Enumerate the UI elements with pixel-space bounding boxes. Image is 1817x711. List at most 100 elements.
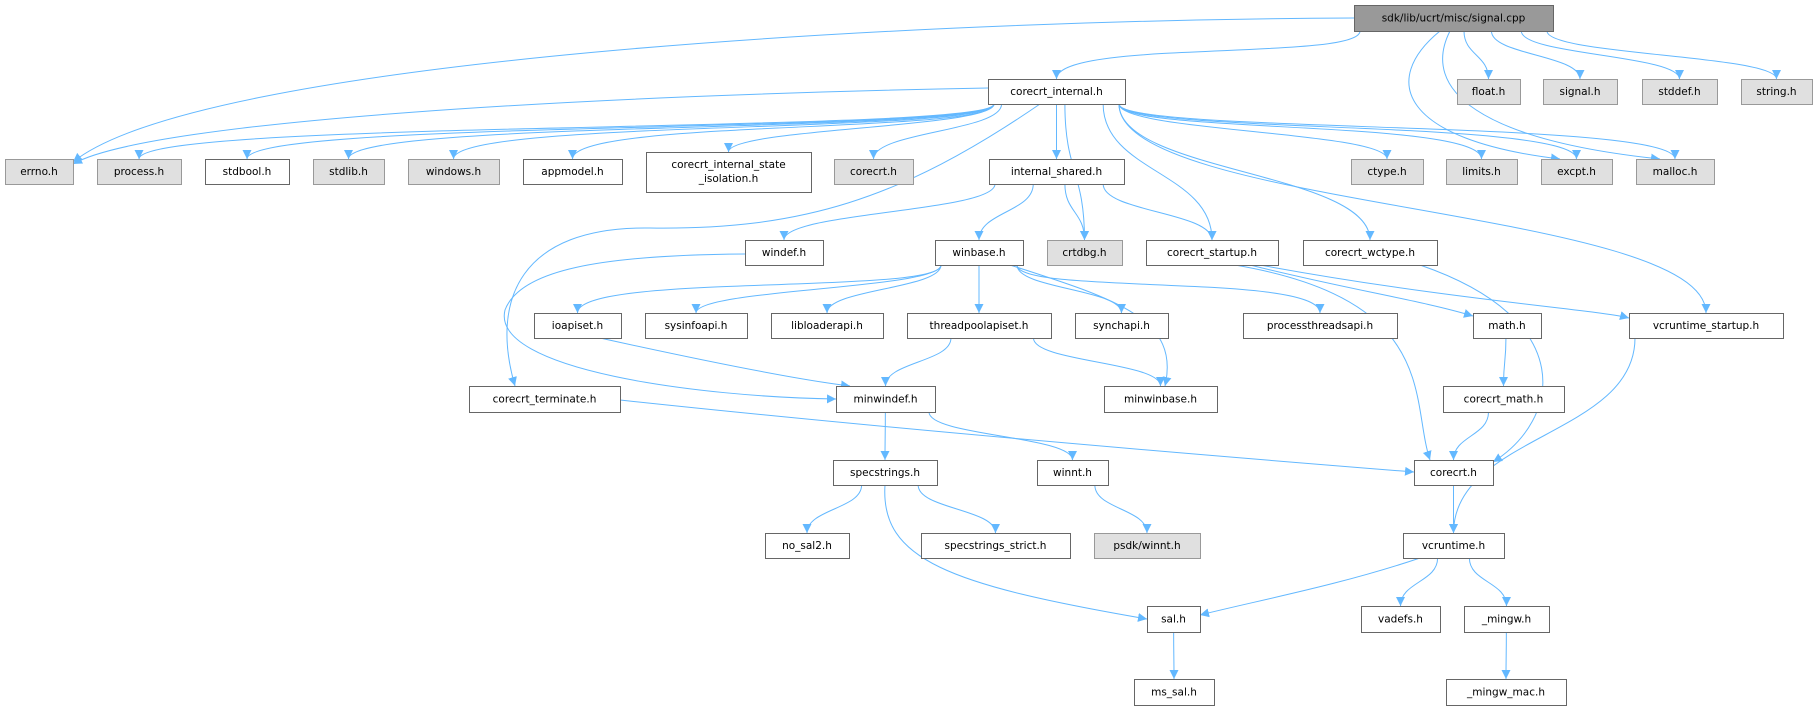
edge-corecrt_internal-to-stdbool xyxy=(242,103,995,160)
edge-corecrt_internal-to-vcruntime_startup xyxy=(1118,103,1711,314)
node-processthreadsapi[interactable]: processthreadsapi.h xyxy=(1243,313,1398,339)
node-box xyxy=(1543,79,1618,105)
node-libloaderapi[interactable]: libloaderapi.h xyxy=(771,313,884,339)
edge-corecrt_wctype-to-corecrt xyxy=(1419,264,1544,463)
node-label: specstrings.h xyxy=(850,467,920,479)
node-box xyxy=(1243,313,1398,339)
node-winbase[interactable]: winbase.h xyxy=(935,240,1024,266)
edge-root-to-malloc xyxy=(1442,30,1661,163)
node-box xyxy=(1351,159,1424,185)
node-windef[interactable]: windef.h xyxy=(745,240,824,266)
edge-corecrt_internal-to-appmodel xyxy=(568,103,995,160)
edge-corecrt_internal-to-corecrt_startup xyxy=(1102,103,1217,241)
edge-winbase-to-processthreadsapi xyxy=(1016,264,1325,314)
node-windows[interactable]: windows.h xyxy=(408,159,500,185)
node-box xyxy=(1147,606,1201,633)
node-limits[interactable]: limits.h xyxy=(1446,159,1518,185)
node-mingw-mac[interactable]: _mingw_mac.h xyxy=(1446,679,1567,706)
node-label: corecrt_startup.h xyxy=(1167,247,1257,259)
node-specstrings[interactable]: specstrings.h xyxy=(833,460,938,486)
node-box xyxy=(313,159,385,185)
node-label: stddef.h xyxy=(1658,86,1700,98)
node-label: corecrt.h xyxy=(850,166,897,178)
node-minwindef[interactable]: minwindef.h xyxy=(836,386,936,413)
node-corecrt-wctype[interactable]: corecrt_wctype.h xyxy=(1303,240,1438,266)
edge-corecrt_terminate-to-corecrt xyxy=(619,399,1415,476)
node-corecrt-startup[interactable]: corecrt_startup.h xyxy=(1146,240,1279,266)
node-psdk-winnt[interactable]: psdk/winnt.h xyxy=(1094,533,1201,559)
node-box xyxy=(1446,679,1567,706)
edge-specstrings-to-sal xyxy=(884,484,1148,622)
node-synchapi[interactable]: synchapi.h xyxy=(1075,313,1169,339)
node-ioapiset[interactable]: ioapiset.h xyxy=(534,313,622,339)
edge-threadpoolapiset-to-minwindef xyxy=(881,337,952,387)
node-ctype[interactable]: ctype.h xyxy=(1351,159,1424,185)
node-ms-sal[interactable]: ms_sal.h xyxy=(1134,679,1215,706)
node-vcruntime[interactable]: vcruntime.h xyxy=(1403,533,1505,559)
node-label: windows.h xyxy=(426,166,481,178)
node-stddef[interactable]: stddef.h xyxy=(1642,79,1718,105)
node-label: minwinbase.h xyxy=(1124,394,1197,406)
node-signal[interactable]: signal.h xyxy=(1543,79,1618,105)
node-sysinfoapi[interactable]: sysinfoapi.h xyxy=(645,313,748,339)
node-label: corecrt_internal.h xyxy=(1010,86,1102,98)
node-box xyxy=(1047,240,1123,266)
node-label: specstrings_strict.h xyxy=(945,540,1047,552)
node-errno[interactable]: errno.h xyxy=(5,159,74,185)
edge-vcruntime-to-sal xyxy=(1199,557,1421,618)
node-corecrt-internal[interactable]: corecrt_internal.h xyxy=(988,79,1126,105)
node-winnt[interactable]: winnt.h xyxy=(1037,460,1109,486)
nodes-layer: sdk/lib/ucrt/misc/signal.cpp corecrt_inte… xyxy=(5,5,1813,706)
node-box xyxy=(988,79,1126,105)
edge-minwindef-to-winnt xyxy=(928,411,1077,461)
node-appmodel[interactable]: appmodel.h xyxy=(523,159,623,185)
node-box xyxy=(1636,159,1715,185)
node-internal-shared[interactable]: internal_shared.h xyxy=(989,159,1125,185)
node-box xyxy=(989,159,1125,185)
node-corecrt-math[interactable]: corecrt_math.h xyxy=(1443,386,1565,413)
node-label: malloc.h xyxy=(1653,166,1698,178)
edge-math-to-corecrt_math xyxy=(1499,337,1509,387)
node-label: windef.h xyxy=(762,247,806,259)
node-specstrings-strict[interactable]: specstrings_strict.h xyxy=(921,533,1071,559)
node-minwinbase[interactable]: minwinbase.h xyxy=(1104,386,1218,413)
node-corecrt-gray[interactable]: corecrt.h xyxy=(834,159,914,185)
node-stdbool[interactable]: stdbool.h xyxy=(205,159,290,185)
node-box xyxy=(1037,460,1109,486)
node-corecrt-terminate[interactable]: corecrt_terminate.h xyxy=(469,386,621,413)
node-process[interactable]: process.h xyxy=(97,159,182,185)
edge-corecrt_internal-to-corecrt_wctype xyxy=(1118,103,1375,241)
node-isolation[interactable]: corecrt_internal_state_isolation.h xyxy=(646,152,812,193)
node-crtdbg[interactable]: crtdbg.h xyxy=(1047,240,1123,266)
node-vcruntime-startup[interactable]: vcruntime_startup.h xyxy=(1629,313,1784,339)
node-root[interactable]: sdk/lib/ucrt/misc/signal.cpp xyxy=(1354,5,1554,32)
node-malloc[interactable]: malloc.h xyxy=(1636,159,1715,185)
node-box xyxy=(1134,679,1215,706)
node-sal[interactable]: sal.h xyxy=(1147,606,1201,633)
node-mingw[interactable]: _mingw.h xyxy=(1464,606,1550,633)
node-math[interactable]: math.h xyxy=(1473,313,1542,339)
edge-winbase-to-sysinfoapi xyxy=(691,264,942,314)
node-stdlib[interactable]: stdlib.h xyxy=(313,159,385,185)
node-box xyxy=(765,533,850,559)
node-box xyxy=(1741,79,1813,105)
node-float[interactable]: float.h xyxy=(1457,79,1521,105)
node-excpt[interactable]: excpt.h xyxy=(1541,159,1613,185)
node-box xyxy=(833,460,938,486)
node-no-sal2[interactable]: no_sal2.h xyxy=(765,533,850,559)
edge-root-to-excpt xyxy=(1408,30,1561,163)
node-label: sdk/lib/ucrt/misc/signal.cpp xyxy=(1382,13,1526,25)
edge-corecrt_internal-to-excpt xyxy=(1118,103,1581,160)
edge-corecrt_internal-to-corecrt_terminate xyxy=(506,103,1041,387)
node-vadefs[interactable]: vadefs.h xyxy=(1361,606,1441,633)
node-corecrt[interactable]: corecrt.h xyxy=(1414,460,1494,486)
edge-corecrt_internal-to-ctype xyxy=(1118,103,1392,160)
node-threadpoolapiset[interactable]: threadpoolapiset.h xyxy=(907,313,1052,339)
node-string[interactable]: string.h xyxy=(1741,79,1813,105)
node-label: ctype.h xyxy=(1367,166,1406,178)
node-label: synchapi.h xyxy=(1093,320,1150,332)
node-box xyxy=(1541,159,1613,185)
edge-winbase-to-synchapi xyxy=(1016,264,1126,314)
edge-corecrt_internal-to-stdlib xyxy=(344,103,995,160)
node-label: _mingw.h xyxy=(1481,614,1531,626)
